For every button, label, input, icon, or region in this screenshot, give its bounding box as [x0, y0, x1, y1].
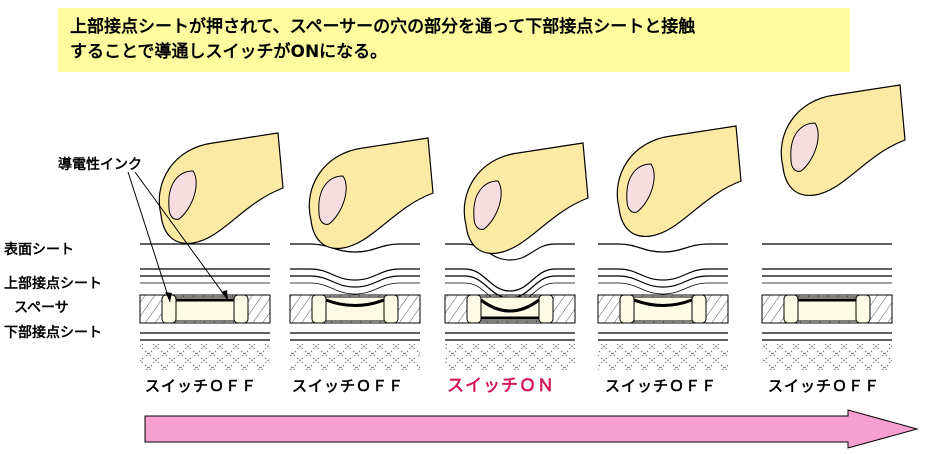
switch-stage-3 [444, 142, 589, 370]
caption-line-2: することで導通しスイッチがONになる。 [70, 42, 388, 62]
finger-icon [463, 142, 589, 254]
spacer-post [691, 294, 707, 324]
switch-state-label-3: スイッチＯＮ [447, 376, 555, 396]
surface-sheet [598, 243, 728, 253]
label-surface-sheet: 表面シート [4, 242, 74, 258]
switch-state-label-1: スイッチＯＦＦ [145, 377, 258, 395]
upper-contact-sheet-line [598, 282, 728, 295]
switch-stage-5 [761, 84, 906, 370]
caption-box: 上部接点シートが押されて、スペーサーの穴の部分を通って下部接点シートと接触 する… [58, 8, 850, 72]
switch-state-label-2: スイッチＯＦＦ [292, 377, 405, 395]
upper-contact-sheet-top [445, 268, 575, 292]
arrow-right-icon [144, 409, 919, 449]
label-spacer: スペーサ [14, 300, 69, 316]
spacer-post [619, 294, 635, 324]
base-layer [445, 344, 575, 370]
ink-pointer-lines [127, 171, 229, 303]
label-upper-contact-sheet: 上部接点シート [4, 276, 102, 292]
spacer-post [383, 294, 399, 324]
label-conductive-ink: 導電性インク [58, 157, 142, 173]
conductive-ink-upper [633, 298, 693, 307]
switch-stage-2 [289, 137, 434, 370]
upper-contact-sheet-line [290, 282, 420, 295]
finger-icon [158, 132, 284, 244]
surface-sheet [290, 243, 420, 253]
switch-stage-1 [139, 132, 284, 370]
upper-contact-sheet-top [598, 268, 728, 281]
upper-contact-sheet-top [290, 268, 420, 281]
switch-state-label-4: スイッチＯＦＦ [605, 377, 718, 395]
switch-state-label-5: スイッチＯＦＦ [768, 377, 881, 395]
upper-contact-sheet-bottom [290, 275, 420, 288]
spacer-post [466, 294, 482, 324]
switch-stage-4 [597, 125, 742, 370]
base-layer [598, 344, 728, 370]
conductive-ink-upper [325, 298, 385, 307]
label-lower-contact-sheet: 下部接点シート [4, 325, 102, 341]
finger-icon [616, 125, 742, 237]
finger-icon [308, 137, 434, 249]
upper-contact-sheet-bottom [598, 275, 728, 288]
base-layer [290, 344, 420, 370]
caption-line-1: 上部接点シートが押されて、スペーサーの穴の部分を通って下部接点シートと接触 [70, 17, 696, 37]
base-layer [762, 344, 892, 370]
spacer-post [538, 294, 554, 324]
spacer-post [311, 294, 327, 324]
spacer-post [233, 294, 249, 324]
conductive-ink-upper [480, 298, 540, 313]
finger-icon [780, 84, 906, 196]
spacer-post [783, 294, 799, 324]
base-layer [140, 344, 270, 370]
spacer-post [855, 294, 871, 324]
